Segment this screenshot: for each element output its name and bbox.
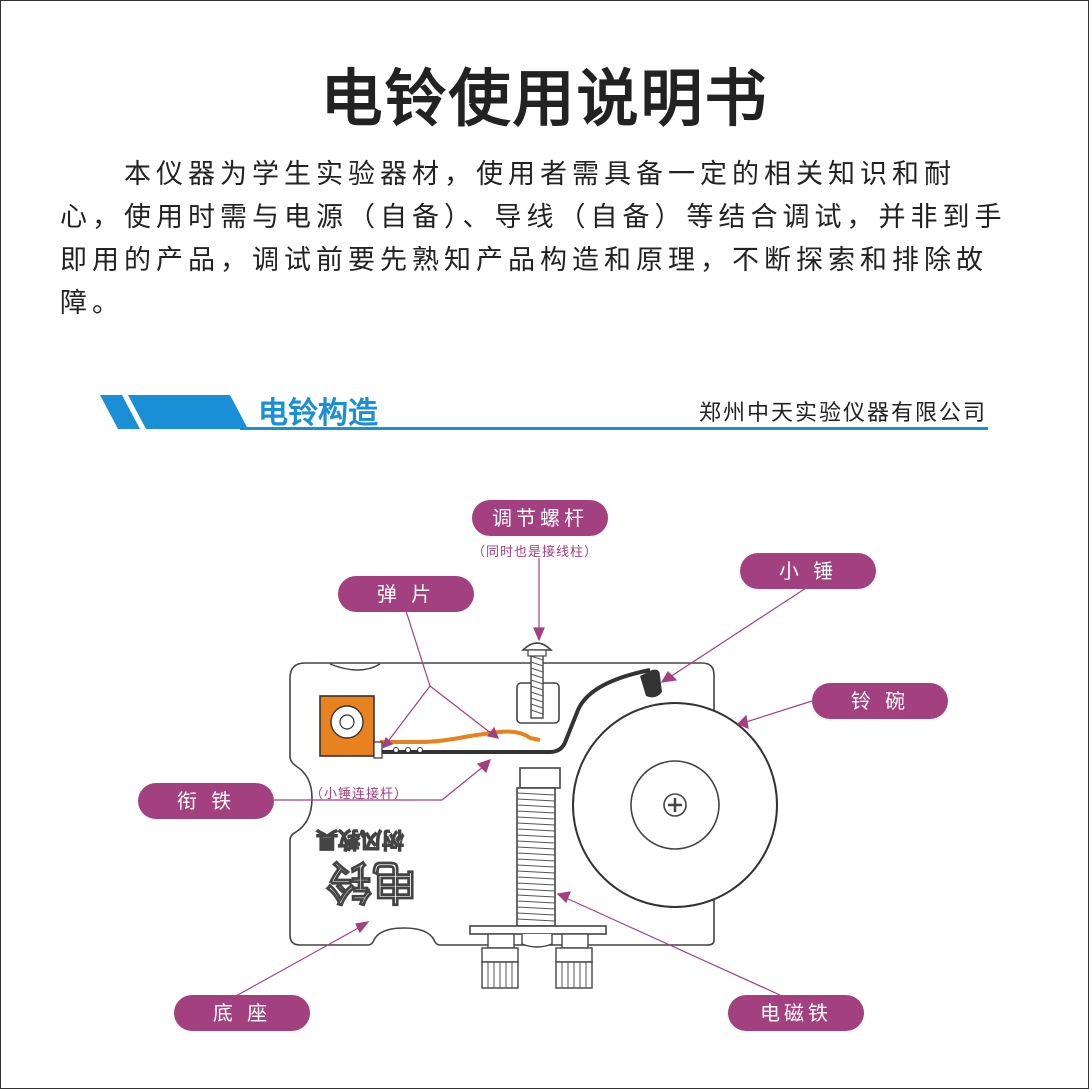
label-base: 底 座: [174, 995, 310, 1031]
adjusting-screw: [516, 642, 560, 724]
intro-paragraph: 本仪器为学生实验器材，使用者需具备一定的相关知识和耐心，使用时需与电源（自备）、…: [60, 159, 1007, 319]
note-adjusting-screw: （同时也是接线柱）: [472, 545, 599, 560]
section-title: 电铃构造: [258, 396, 378, 431]
section-header-bar: [100, 395, 988, 430]
label-spring: 弹 片: [338, 576, 474, 612]
note-armature: （小锤连接杆）: [310, 787, 409, 802]
terminal-left: [481, 933, 519, 989]
label-armature: 衔 铁: [138, 783, 274, 819]
hammer-head: [640, 669, 662, 698]
page-title: 电铃使用说明书: [320, 62, 769, 135]
label-bell: 铃 碗: [812, 683, 948, 719]
electromagnet: [469, 767, 607, 948]
terminal-right: [555, 933, 593, 989]
armature-arm: [376, 668, 651, 754]
bell-cup: [572, 702, 778, 908]
spring-leaf: [380, 729, 541, 744]
base-engraving-brand: 树风教具: [316, 826, 404, 852]
company-name: 郑州中天实验仪器有限公司: [698, 401, 987, 426]
base-engraving-name: 电铃: [326, 855, 418, 909]
label-hammer: 小 锤: [740, 553, 876, 589]
contact-block: [319, 695, 383, 759]
label-electromagnet: 电磁铁: [728, 995, 864, 1031]
label-adjusting-screw: 调节螺杆: [472, 500, 608, 536]
